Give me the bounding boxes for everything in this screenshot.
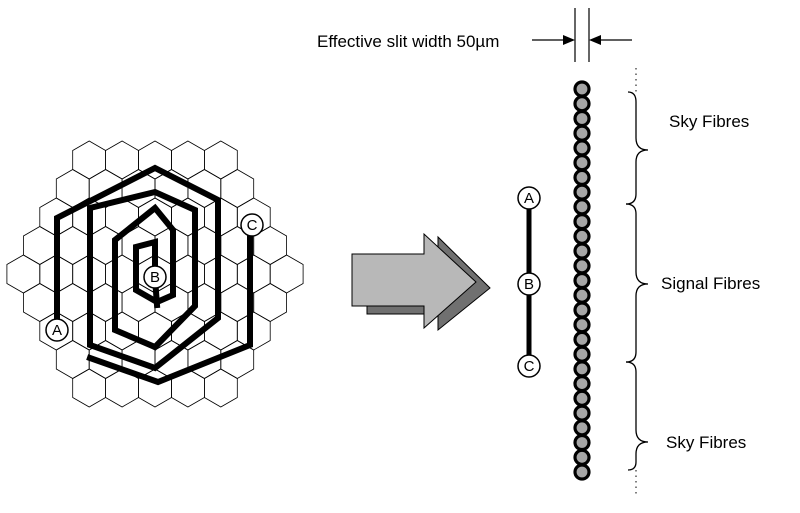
fibre-end (573, 198, 591, 216)
ifu-marker-c-label: C (247, 217, 258, 234)
ifu-marker-b: B (143, 265, 167, 289)
fibre-end (573, 124, 591, 142)
fibre-end (573, 80, 591, 98)
fibre-end (573, 404, 591, 422)
fibre-hexagon (22, 226, 57, 265)
brace-sky-bottom (625, 361, 649, 471)
sky-fibres-top-label: Sky Fibres (669, 112, 749, 131)
fibre-column (573, 80, 591, 481)
fibre-end (573, 257, 591, 275)
fibre-end (573, 463, 591, 481)
arrow-front (351, 232, 477, 330)
fibre-hexagon (220, 169, 255, 208)
fibre-hexagon (72, 368, 106, 408)
fibre-hexagon (55, 340, 90, 379)
transform-arrow (351, 232, 491, 332)
fibre-end (573, 448, 591, 466)
fibre-end (573, 242, 591, 260)
ifu-marker-a: A (45, 318, 69, 342)
fibre-end (573, 330, 591, 348)
slit-width-label: Effective slit width 50µm (317, 32, 499, 51)
fibre-hexagon (105, 140, 139, 180)
fibre-end (573, 109, 591, 128)
signal-fibres-label: Signal Fibres (661, 274, 760, 293)
fibre-end (573, 139, 591, 157)
fibre-hexagon (203, 140, 238, 180)
fibre-end (573, 375, 591, 393)
fibre-end (573, 433, 591, 452)
slit-marker-c: C (517, 354, 541, 378)
ifu-outer-path (86, 222, 253, 386)
slit-width-indicator (532, 8, 632, 62)
fibre-hexagon (55, 283, 90, 322)
fibre-end (573, 95, 591, 113)
fibre-hexagon (6, 254, 41, 294)
fibre-hexagon (72, 140, 106, 180)
fibre-end (573, 345, 591, 363)
sky-fibres-bottom-label: Sky Fibres (666, 433, 746, 452)
ifu-spiral-path (54, 164, 221, 372)
fibre-hexagon (236, 254, 271, 294)
fibre-end (573, 286, 591, 304)
fibre-hexagon (171, 254, 205, 294)
brace-sky-top (625, 91, 649, 205)
fibre-hexagon (55, 226, 90, 265)
fibre-hexagon (269, 254, 304, 294)
fibre-end (573, 213, 591, 231)
slit-marker-b-label: B (524, 276, 534, 293)
slit-marker-c-label: C (524, 358, 535, 375)
slit-marker-a: A (517, 186, 541, 210)
fibre-end (573, 154, 591, 172)
fibre-end (573, 227, 591, 245)
fibre-end (573, 183, 591, 201)
fibre-hexagon (253, 283, 288, 322)
fibre-hexagon (236, 311, 271, 351)
fibre-end (573, 316, 591, 334)
slit-marker-b: B (517, 272, 541, 296)
fibre-end (573, 301, 591, 319)
fibre-end (573, 419, 591, 437)
ifu-marker-b-label: B (150, 269, 160, 286)
ifu-marker-a-label: A (52, 322, 62, 339)
fibre-end (573, 360, 591, 378)
fibre-end (573, 271, 591, 290)
fibre-end (573, 168, 591, 186)
fibre-hexagon (203, 368, 238, 408)
ifu-marker-c: C (240, 213, 264, 237)
fibre-hexagon (22, 283, 57, 322)
fibre-end (573, 389, 591, 407)
brace-signal (625, 203, 649, 363)
slit-marker-a-label: A (524, 190, 534, 207)
fibre-hexagon (171, 140, 205, 180)
